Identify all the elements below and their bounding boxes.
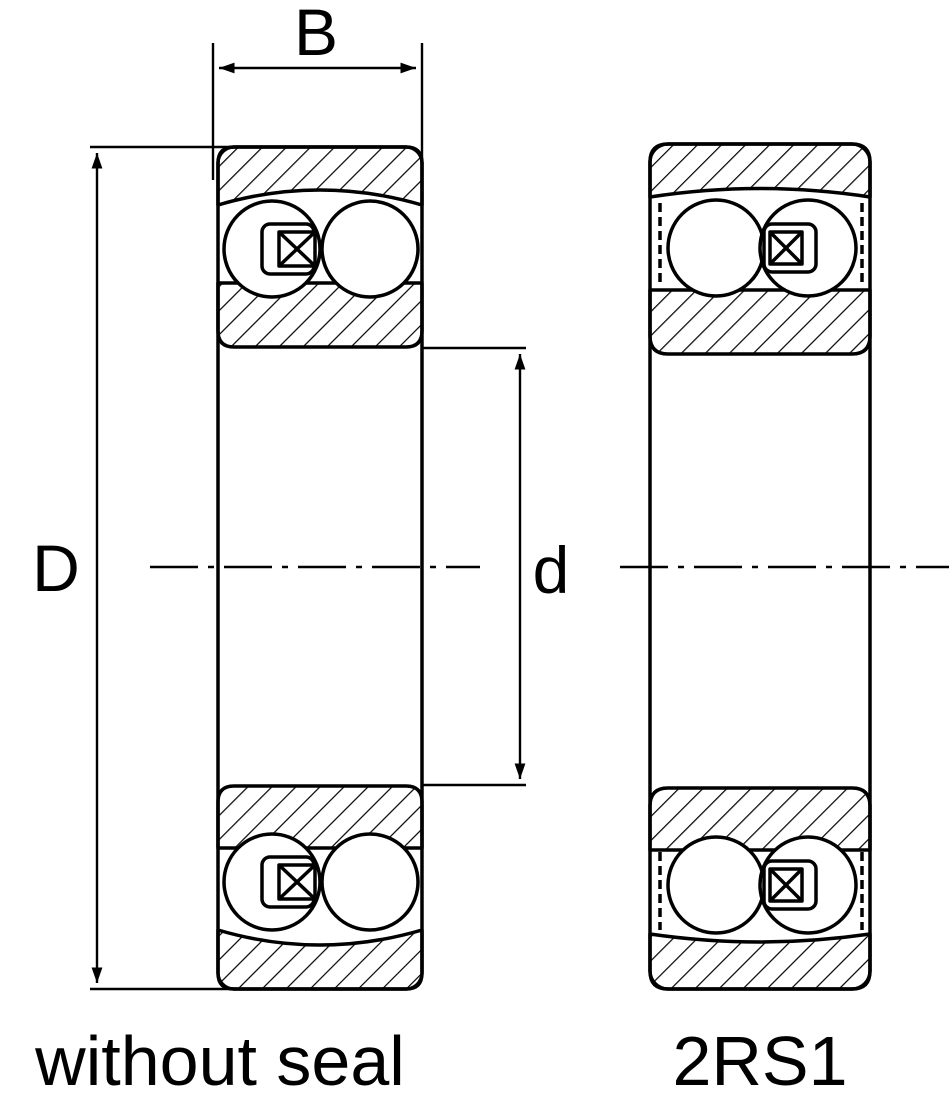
outer-ring-bottom [216, 928, 424, 991]
bearing-2rs1 [648, 142, 872, 991]
label-b: B [294, 0, 338, 69]
inner-ring-bottom [648, 786, 872, 852]
outer-ring-bottom [648, 932, 872, 991]
dimension-d-outer [90, 145, 230, 991]
inner-ring-top [216, 281, 424, 349]
ball [666, 198, 766, 298]
caption-2rs1: 2RS1 [672, 1022, 847, 1100]
ball [320, 832, 420, 932]
label-d-outer: D [32, 531, 80, 605]
ball [666, 835, 766, 935]
ball [320, 199, 420, 299]
bearing-without-seal [216, 145, 424, 991]
label-d-bore: d [533, 533, 570, 607]
outer-ring-top [216, 145, 424, 207]
dimension-d-bore [422, 346, 526, 787]
inner-ring-top [648, 288, 872, 356]
dimension-b [211, 43, 424, 180]
outer-ring-top [648, 142, 872, 199]
caption-without-seal: without seal [34, 1022, 405, 1100]
